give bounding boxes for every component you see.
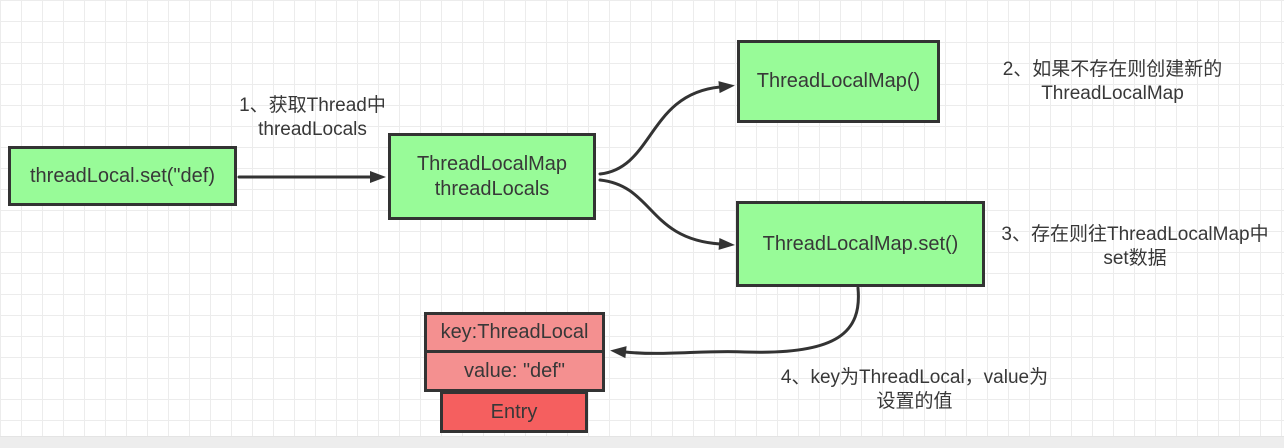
node-threadlocal-set-label: threadLocal.set("def) xyxy=(30,164,215,187)
canvas-bottom-gutter xyxy=(0,436,1284,448)
annotation-step3: 3、存在则往ThreadLocalMap中 set数据 xyxy=(986,223,1284,271)
arrow-threadlocals-to-mapset xyxy=(598,178,735,250)
annotation-step2-line2: ThreadLocalMap xyxy=(1041,83,1184,104)
annotation-step3-line1: 3、存在则往ThreadLocalMap中 xyxy=(1001,224,1269,245)
annotation-step2: 2、如果不存在则创建新的 ThreadLocalMap xyxy=(945,58,1280,106)
node-entry-value-label: value: "def" xyxy=(464,359,565,382)
arrow-mapset-to-entry xyxy=(610,286,860,359)
node-entry: Entry xyxy=(440,391,588,433)
annotation-step1: 1、获取Thread中 threadLocals xyxy=(220,94,405,142)
node-threadlocal-set: threadLocal.set("def) xyxy=(8,146,237,206)
annotation-step4: 4、key为ThreadLocal，value为 设置的值 xyxy=(752,366,1077,414)
annotation-step3-line2: set数据 xyxy=(1103,248,1167,269)
annotation-step2-line1: 2、如果不存在则创建新的 xyxy=(1002,59,1223,80)
annotation-step4-line2: 设置的值 xyxy=(876,391,953,412)
arrow-threadlocals-to-constructor xyxy=(598,81,735,176)
node-threadlocalmap-set: ThreadLocalMap.set() xyxy=(736,201,985,287)
node-entry-key: key:ThreadLocal xyxy=(424,312,605,353)
annotation-step1-line1: 1、获取Thread中 xyxy=(239,95,386,116)
node-threadlocalmap-constructor: ThreadLocalMap() xyxy=(737,40,940,123)
node-threadlocalmap-threadlocals: ThreadLocalMap threadLocals xyxy=(388,133,596,220)
node-threadlocalmap-set-label: ThreadLocalMap.set() xyxy=(762,232,959,255)
annotation-step4-line1: 4、key为ThreadLocal，value为 xyxy=(780,367,1049,388)
node-threadlocalmap-threadlocals-line1: ThreadLocalMap xyxy=(416,152,568,175)
annotation-step1-line2: threadLocals xyxy=(258,119,367,140)
node-threadlocalmap-constructor-label: ThreadLocalMap() xyxy=(756,70,921,92)
node-entry-value: value: "def" xyxy=(424,350,605,392)
node-threadlocalmap-threadlocals-line2: threadLocals xyxy=(434,177,550,200)
node-entry-label: Entry xyxy=(490,400,538,423)
node-entry-key-label: key:ThreadLocal xyxy=(440,321,589,343)
